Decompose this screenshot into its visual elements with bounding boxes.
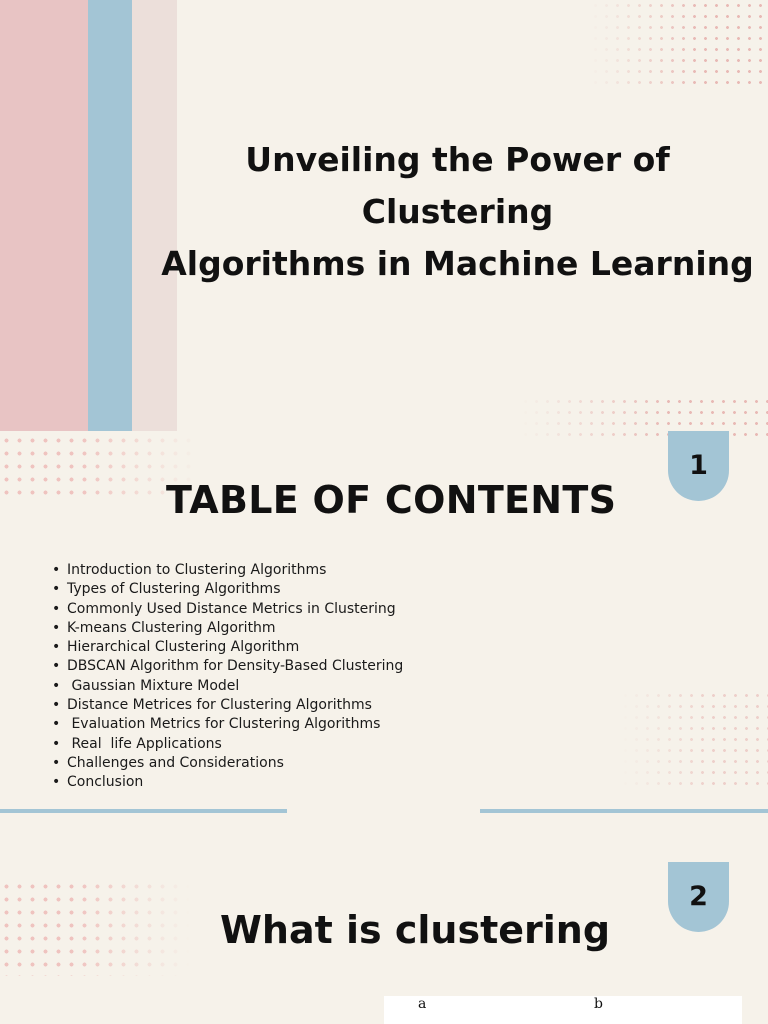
toc-item: DBSCAN Algorithm for Density-Based Clust… — [52, 657, 403, 677]
figure-label-b: b — [594, 996, 603, 1012]
toc-item: Types of Clustering Algorithms — [52, 580, 403, 600]
toc-heading: TABLE OF CONTENTS — [166, 478, 617, 522]
section-heading: What is clustering — [220, 908, 611, 952]
page-number-badge-1: 1 — [668, 431, 729, 501]
dot-pattern-right-lower — [620, 690, 768, 790]
divider-rule-left — [0, 809, 287, 813]
toc-list: Introduction to Clustering Algorithms Ty… — [52, 561, 403, 793]
toc-item: Challenges and Considerations — [52, 754, 403, 774]
toc-item: Real life Applications — [52, 735, 403, 755]
dot-pattern-top-right — [590, 0, 768, 92]
toc-item: Hierarchical Clustering Algorithm — [52, 638, 403, 658]
toc-item: Gaussian Mixture Model — [52, 677, 403, 697]
dot-pattern-left — [0, 434, 200, 500]
cover-title: Unveiling the Power of Clustering Algori… — [160, 134, 755, 290]
toc-item: Introduction to Clustering Algorithms — [52, 561, 403, 581]
cover-title-line-1: Unveiling the Power of Clustering — [245, 140, 670, 231]
toc-item: K-means Clustering Algorithm — [52, 619, 403, 639]
pink-stripe — [0, 0, 88, 431]
toc-item: Evaluation Metrics for Clustering Algori… — [52, 715, 403, 735]
toc-item: Distance Metrices for Clustering Algorit… — [52, 696, 403, 716]
blue-stripe — [88, 0, 132, 431]
toc-item: Conclusion — [52, 773, 403, 793]
cover-title-line-2: Algorithms in Machine Learning — [161, 244, 754, 283]
page-number-badge-2: 2 — [668, 862, 729, 932]
divider-rule-right — [480, 809, 768, 813]
dot-pattern-mid-right — [520, 396, 768, 436]
figure-label-a: a — [418, 996, 427, 1012]
figure-panel: a b — [384, 996, 742, 1024]
beige-stripe — [132, 0, 177, 431]
toc-item: Commonly Used Distance Metrics in Cluste… — [52, 600, 403, 620]
dot-pattern-bottom-left — [0, 880, 190, 976]
